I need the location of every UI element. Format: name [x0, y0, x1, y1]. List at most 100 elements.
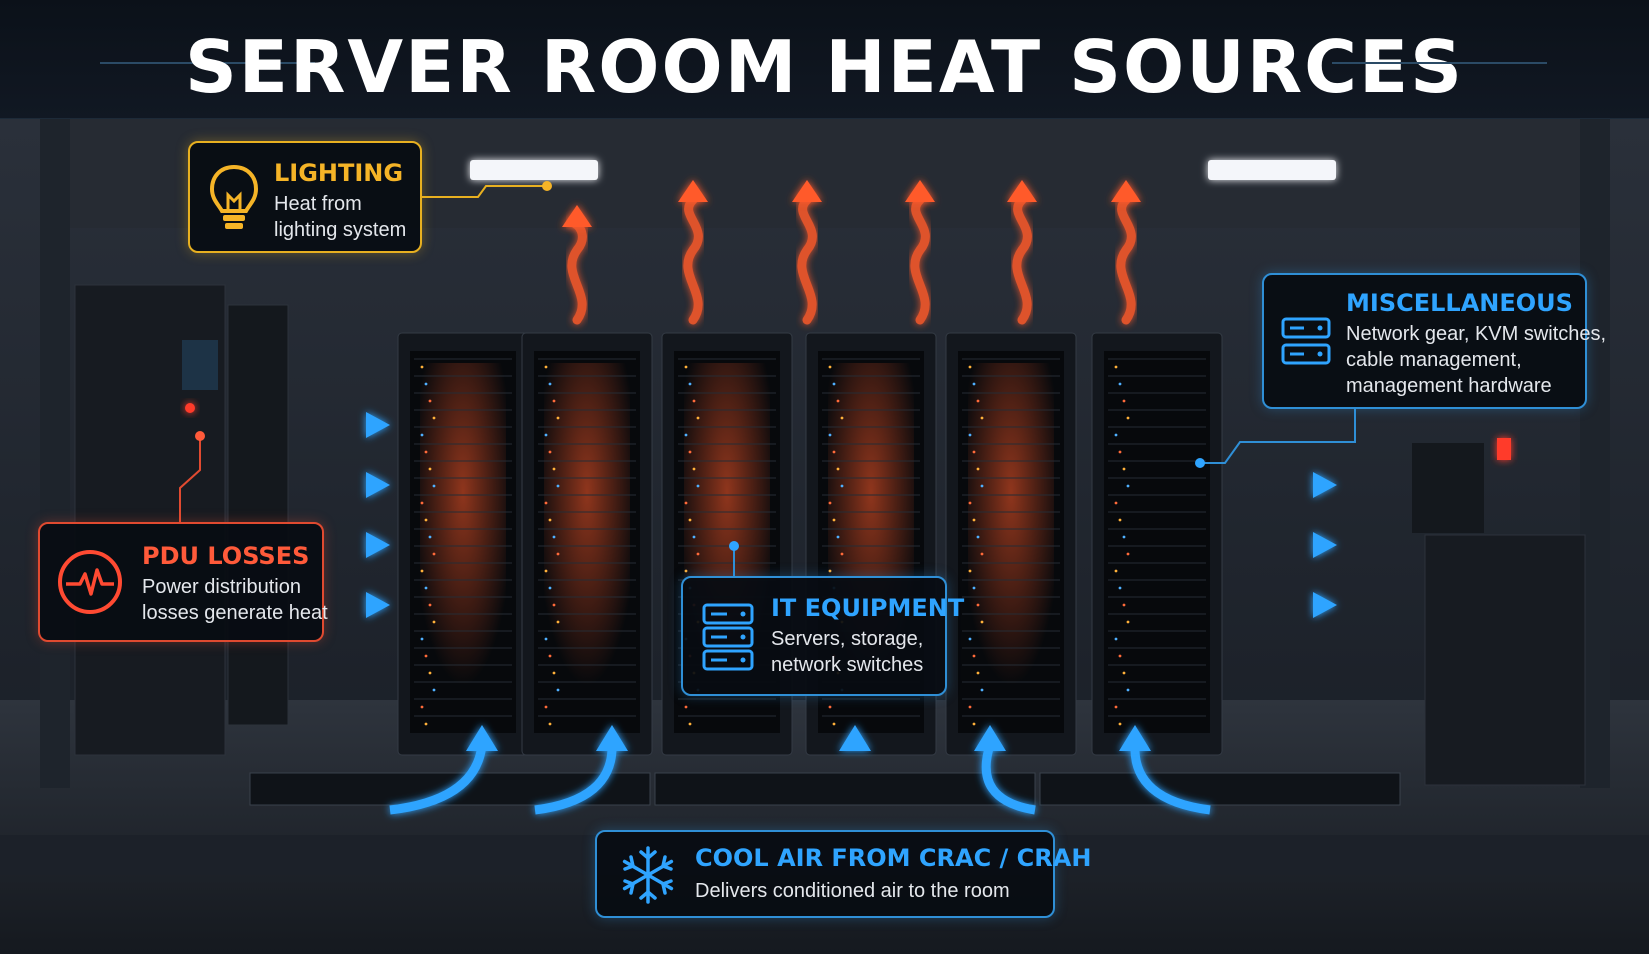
rack-status-led [1118, 450, 1122, 454]
rack-status-led [980, 484, 984, 488]
rack-status-led [1122, 467, 1126, 471]
rack-status-led [980, 552, 984, 556]
pdu-line-2: losses generate heat [142, 602, 328, 624]
rack-status-led [432, 552, 436, 556]
rack-status-led [552, 671, 556, 675]
rack-status-led [1118, 586, 1122, 590]
rack-status-led [828, 433, 832, 437]
rack-status-led [548, 450, 552, 454]
wall-pillar-left [40, 118, 70, 788]
alarm-light [1497, 438, 1511, 460]
rack-status-led [972, 518, 976, 522]
cool-arrow-head [466, 725, 498, 751]
heat-arrow-head [905, 180, 935, 202]
rack-status-led [420, 569, 424, 573]
rack-door [1104, 351, 1210, 733]
cool-air-floor-arrows [389, 725, 1211, 820]
cool-arrow-head [366, 472, 390, 498]
rack-status-led [1122, 671, 1126, 675]
rack-status-led [424, 382, 428, 386]
rack-status-led [684, 501, 688, 505]
rack-status-led [832, 382, 836, 386]
rack-status-led [980, 688, 984, 692]
title-rule-left [100, 62, 315, 64]
rack-status-led [688, 722, 692, 726]
rack-status-led [1118, 518, 1122, 522]
rack-status-led [696, 416, 700, 420]
rack-status-led [1122, 399, 1126, 403]
rack-status-led [1114, 365, 1118, 369]
rack-status-led [428, 671, 432, 675]
heat-wave-arrow [910, 195, 930, 325]
rack-status-led [972, 654, 976, 658]
cool-air-floor-arrow [981, 743, 1036, 815]
rack-status-led [828, 705, 832, 709]
rack-heat-glow [420, 363, 506, 685]
rack-status-led [556, 484, 560, 488]
rack-status-led [548, 382, 552, 386]
it-connector-dot [729, 541, 739, 551]
rack-status-led [828, 365, 832, 369]
cool-line-1: Delivers conditioned air to the room [695, 880, 1010, 902]
pdu-losses-callout: PDU LOSSES Power distribution losses gen… [38, 522, 328, 642]
rack-status-led [1126, 552, 1130, 556]
rack-status-led [1114, 705, 1118, 709]
pdu-cabinet-right [227, 304, 289, 726]
cool-arrow-head [366, 532, 390, 558]
rack-status-led [968, 705, 972, 709]
rack-status-led [968, 433, 972, 437]
rack-status-led [556, 552, 560, 556]
rack-status-led [684, 365, 688, 369]
rack-status-led [976, 535, 980, 539]
rack-status-led [544, 365, 548, 369]
rack-status-led [688, 382, 692, 386]
rack-status-led [424, 450, 428, 454]
rack-status-led [832, 722, 836, 726]
rack-status-led [836, 535, 840, 539]
cool-air-callout: COOL AIR FROM CRAC / CRAH Delivers condi… [595, 830, 1091, 918]
rack-status-led [684, 705, 688, 709]
rack-status-led [696, 484, 700, 488]
rack-status-led [828, 569, 832, 573]
rack-status-led [428, 535, 432, 539]
heat-wave-arrow [683, 195, 703, 325]
rack-status-led [976, 467, 980, 471]
rack-status-led [548, 654, 552, 658]
floor-vent-right [1039, 772, 1401, 806]
rack-status-led [548, 586, 552, 590]
pulse-icon [58, 550, 122, 614]
rack-status-led [968, 365, 972, 369]
misc-connector [1200, 409, 1356, 464]
rack-status-led [692, 467, 696, 471]
rack-heat-glow [544, 363, 630, 685]
cool-air-floor-arrow [534, 744, 617, 815]
rack-status-led [972, 722, 976, 726]
it-equipment-callout: IT EQUIPMENT Servers, storage, network s… [681, 576, 964, 696]
rack-status-led [1126, 620, 1130, 624]
rack-status-led [840, 552, 844, 556]
rack-status-led [1126, 484, 1130, 488]
rack-status-led [1114, 569, 1118, 573]
lighting-callout: LIGHTING Heat from lighting system [188, 141, 422, 253]
floor-vent-center [654, 772, 1036, 806]
rack-status-led [968, 569, 972, 573]
rack-status-led [828, 501, 832, 505]
cool-arrow-head [1313, 592, 1337, 618]
rack-status-led [1118, 654, 1122, 658]
snowflake-icon [622, 846, 674, 904]
rack-status-led [972, 586, 976, 590]
pdu-connector [179, 436, 201, 522]
rack-status-led [968, 501, 972, 505]
floor [0, 700, 1649, 954]
rack-status-led [556, 416, 560, 420]
pdu-warning-light [185, 403, 195, 413]
rack-status-led [556, 620, 560, 624]
rack-status-led [692, 399, 696, 403]
heat-wave-arrow [797, 195, 817, 325]
rack-status-led [688, 450, 692, 454]
rack-status-led [840, 484, 844, 488]
rack-status-led [420, 501, 424, 505]
cool-arrow-head [839, 725, 871, 751]
title-bar: SERVER ROOM HEAT SOURCES [0, 0, 1649, 119]
rack-status-led [1114, 433, 1118, 437]
